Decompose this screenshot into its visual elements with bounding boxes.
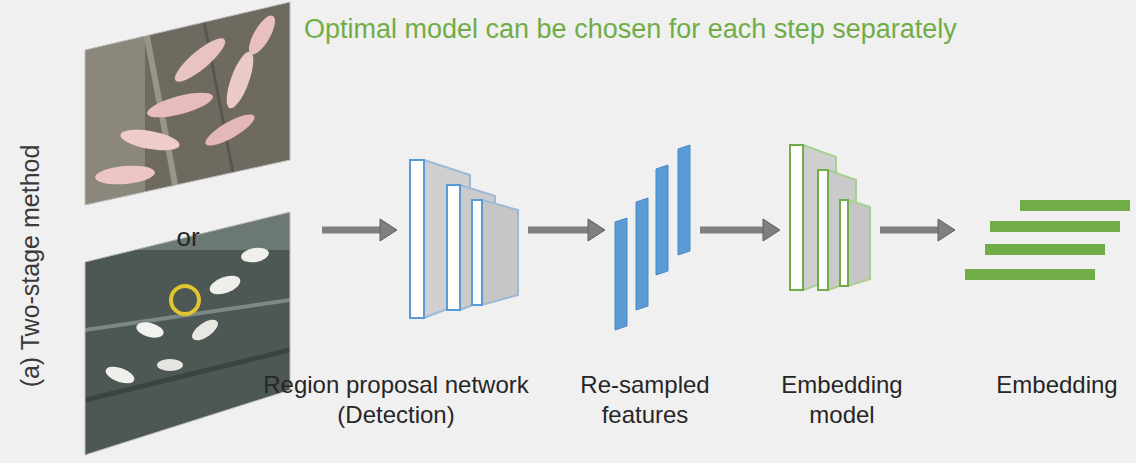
block-label: Region proposal network (Detection) <box>226 370 566 430</box>
input-arrow <box>322 219 397 241</box>
separator-word: or <box>176 222 199 252</box>
pig-photo <box>85 0 290 210</box>
model-layers <box>790 145 870 290</box>
network-layers <box>410 160 518 318</box>
flow-arrow <box>880 227 938 234</box>
flow-arrow <box>528 227 588 234</box>
block-label: Embedding <box>996 370 1117 400</box>
photo-frame <box>85 2 290 205</box>
side-title: (a) Two-stage method <box>15 145 45 388</box>
feature-bars <box>615 145 690 330</box>
photo-frame <box>85 212 290 455</box>
block-label: Embedding model <box>757 370 927 430</box>
model-block: Embedding model <box>786 141 874 294</box>
flow-arrow <box>700 227 763 234</box>
feature-block: Re-sampled features <box>611 141 694 334</box>
network-block: Region proposal network (Detection) <box>406 156 522 322</box>
heading: Optimal model can be chosen for each ste… <box>304 12 957 46</box>
output-block: Embedding <box>961 196 1133 284</box>
embedding-bars <box>965 200 1130 280</box>
block-label: Re-sampled features <box>570 370 720 430</box>
bird-photo <box>85 210 290 460</box>
